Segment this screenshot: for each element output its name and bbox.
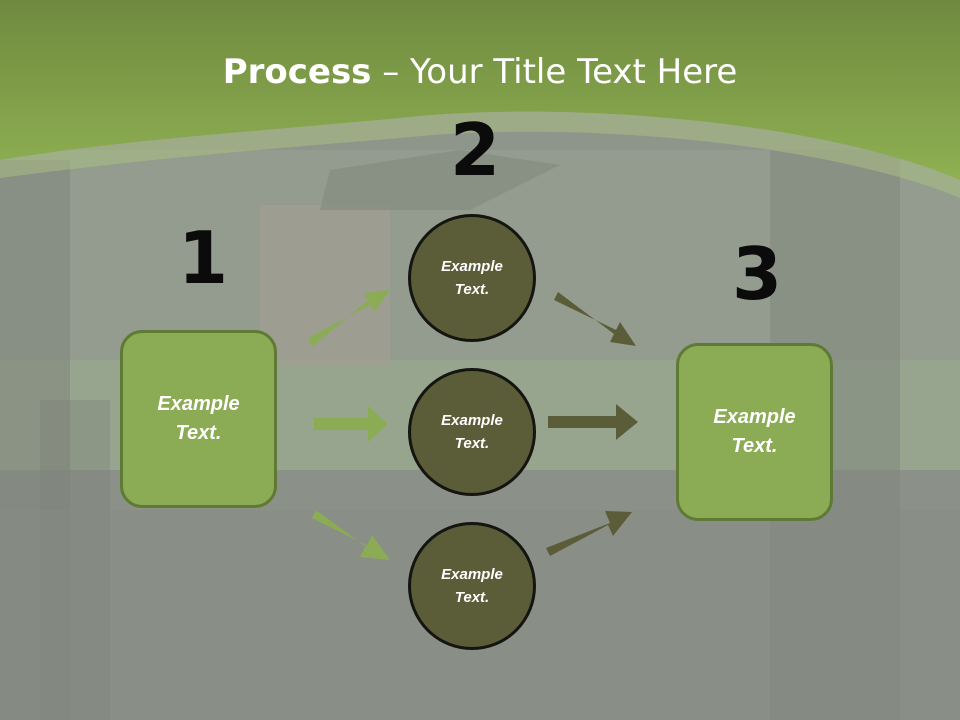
step-number-2: 2	[450, 108, 501, 192]
arrow-from-bottom	[546, 511, 632, 556]
title-rest: – Your Title Text Here	[371, 52, 738, 92]
step-box-left: Example Text.	[120, 330, 277, 508]
circle-node-top: Example Text.	[408, 214, 536, 342]
title-bold: Process	[222, 52, 372, 92]
arrow-to-top	[308, 290, 390, 347]
step-number-1: 1	[178, 216, 229, 300]
arrow-to-bottom	[312, 510, 390, 560]
slide-title: Process – Your Title Text Here	[0, 52, 960, 92]
step-box-right: Example Text.	[676, 343, 833, 521]
arrow-from-middle	[548, 404, 638, 440]
arrow-to-middle	[314, 406, 388, 442]
circle-node-middle: Example Text.	[408, 368, 536, 496]
step-number-3: 3	[732, 232, 783, 316]
circle-node-bottom: Example Text.	[408, 522, 536, 650]
arrow-from-top	[554, 292, 636, 346]
